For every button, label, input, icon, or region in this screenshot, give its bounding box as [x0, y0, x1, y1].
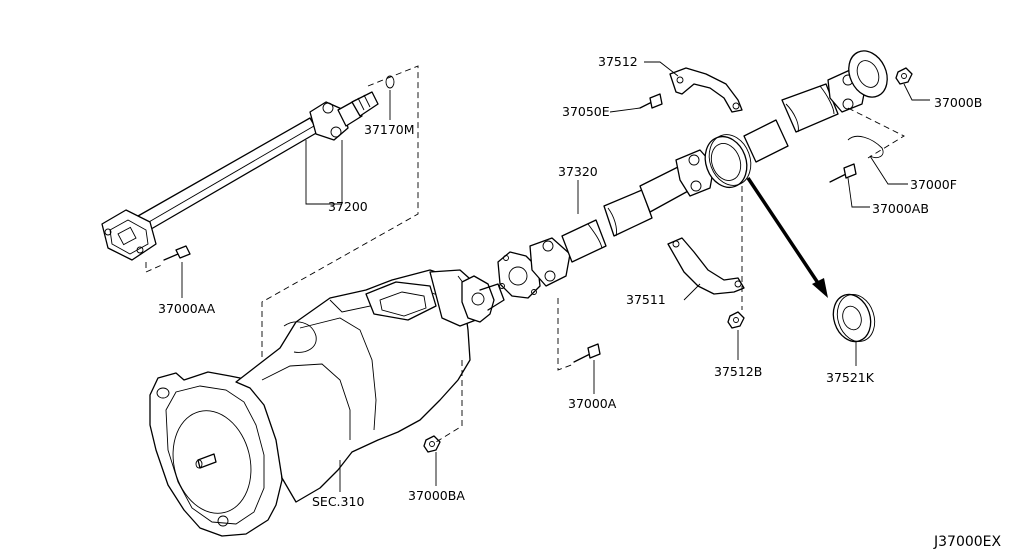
label-37000f: 37000F [910, 177, 957, 192]
label-37000aa: 37000AA [158, 301, 216, 316]
detail-arrow-head [812, 278, 828, 298]
assembly-guide-lines [145, 65, 905, 443]
nut-37512b [727, 311, 745, 329]
label-37000ab: 37000AB [872, 201, 929, 216]
rear-propeller-shaft [497, 50, 888, 299]
label-sec310: SEC.310 [312, 494, 364, 509]
bolt-37000aa [163, 245, 191, 261]
label-37050e: 37050E [562, 104, 610, 119]
leader-lines [181, 61, 930, 492]
nut-37000ba [423, 435, 441, 453]
label-37320: 37320 [558, 164, 598, 179]
label-37511: 37511 [626, 292, 666, 307]
front-propeller-shaft [101, 75, 395, 261]
bolt-37000a [573, 343, 601, 363]
bolt-37050e [639, 93, 663, 109]
nut-37000b [895, 67, 913, 85]
center-bearing-bracket-lower [667, 237, 745, 295]
part-labels: 37512 37050E 37000B 37170M 37320 37000F … [158, 54, 1002, 550]
label-37170m: 37170M [364, 122, 415, 137]
washer-37000f [847, 135, 884, 159]
label-37000ba: 37000BA [408, 488, 465, 503]
label-37512b: 37512B [714, 364, 762, 379]
label-37000a: 37000A [568, 396, 617, 411]
transmission-assembly [149, 269, 505, 537]
bolt-37000ab [829, 163, 857, 183]
label-37521k: 37521K [826, 370, 875, 385]
label-37512: 37512 [598, 54, 638, 69]
label-37000b: 37000B [934, 95, 982, 110]
label-37200: 37200 [328, 199, 368, 214]
center-bearing-bracket-upper [669, 67, 743, 113]
diagram-code: J37000EX [933, 534, 1002, 550]
bearing-37521k [832, 293, 876, 343]
detail-arrow [746, 177, 822, 287]
